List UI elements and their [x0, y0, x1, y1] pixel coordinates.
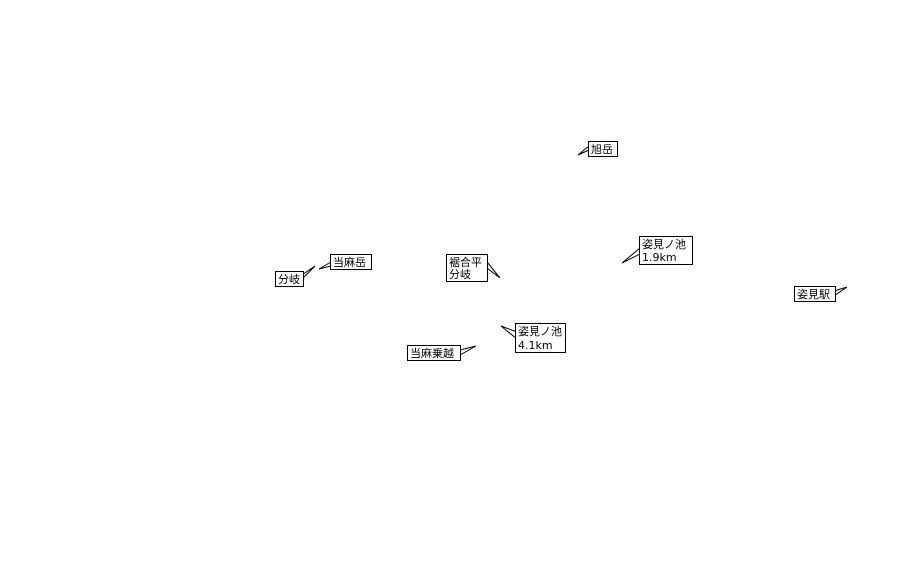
label-line: 分岐	[449, 268, 471, 281]
label-box	[446, 254, 488, 282]
map-label-sugami-eki: 姿見駅	[794, 286, 848, 302]
label-pointer	[318, 261, 332, 270]
label-pointer	[459, 345, 477, 356]
label-box	[275, 271, 304, 287]
label-box	[330, 254, 372, 270]
label-box	[515, 323, 566, 353]
label-line: 分岐	[278, 273, 300, 286]
label-line: 旭岳	[591, 142, 613, 156]
label-box	[588, 141, 618, 157]
label-line: 裾合平	[449, 255, 482, 269]
label-box	[794, 286, 836, 302]
map-label-taima-norikoshi: 当麻乗越	[407, 345, 477, 361]
map-label-susogo-daira-bunki: 裾合平 分岐	[446, 254, 501, 282]
label-line: 姿見ノ池	[518, 325, 562, 338]
map-label-sugaminoike-19: 姿見ノ池 1.9km	[621, 236, 693, 265]
label-box	[407, 345, 461, 361]
label-line: 姿見ノ池	[642, 238, 686, 251]
label-line: 当麻岳	[333, 255, 366, 269]
map-label-sugaminoike-41: 姿見ノ池 4.1km	[500, 323, 566, 353]
label-line: 当麻乗越	[410, 346, 454, 360]
label-line: 1.9km	[642, 251, 677, 264]
map-label-asahidake: 旭岳	[577, 141, 618, 157]
label-pointer	[500, 325, 518, 341]
map-label-bunki-west: 分岐	[275, 265, 316, 287]
label-box	[639, 236, 693, 265]
label-pointer	[486, 260, 501, 279]
label-pointer	[621, 246, 641, 264]
map-label-taimadake: 当麻岳	[318, 254, 372, 270]
label-line: 4.1km	[518, 339, 553, 352]
label-pointer	[577, 144, 590, 156]
label-line: 姿見駅	[797, 288, 830, 301]
